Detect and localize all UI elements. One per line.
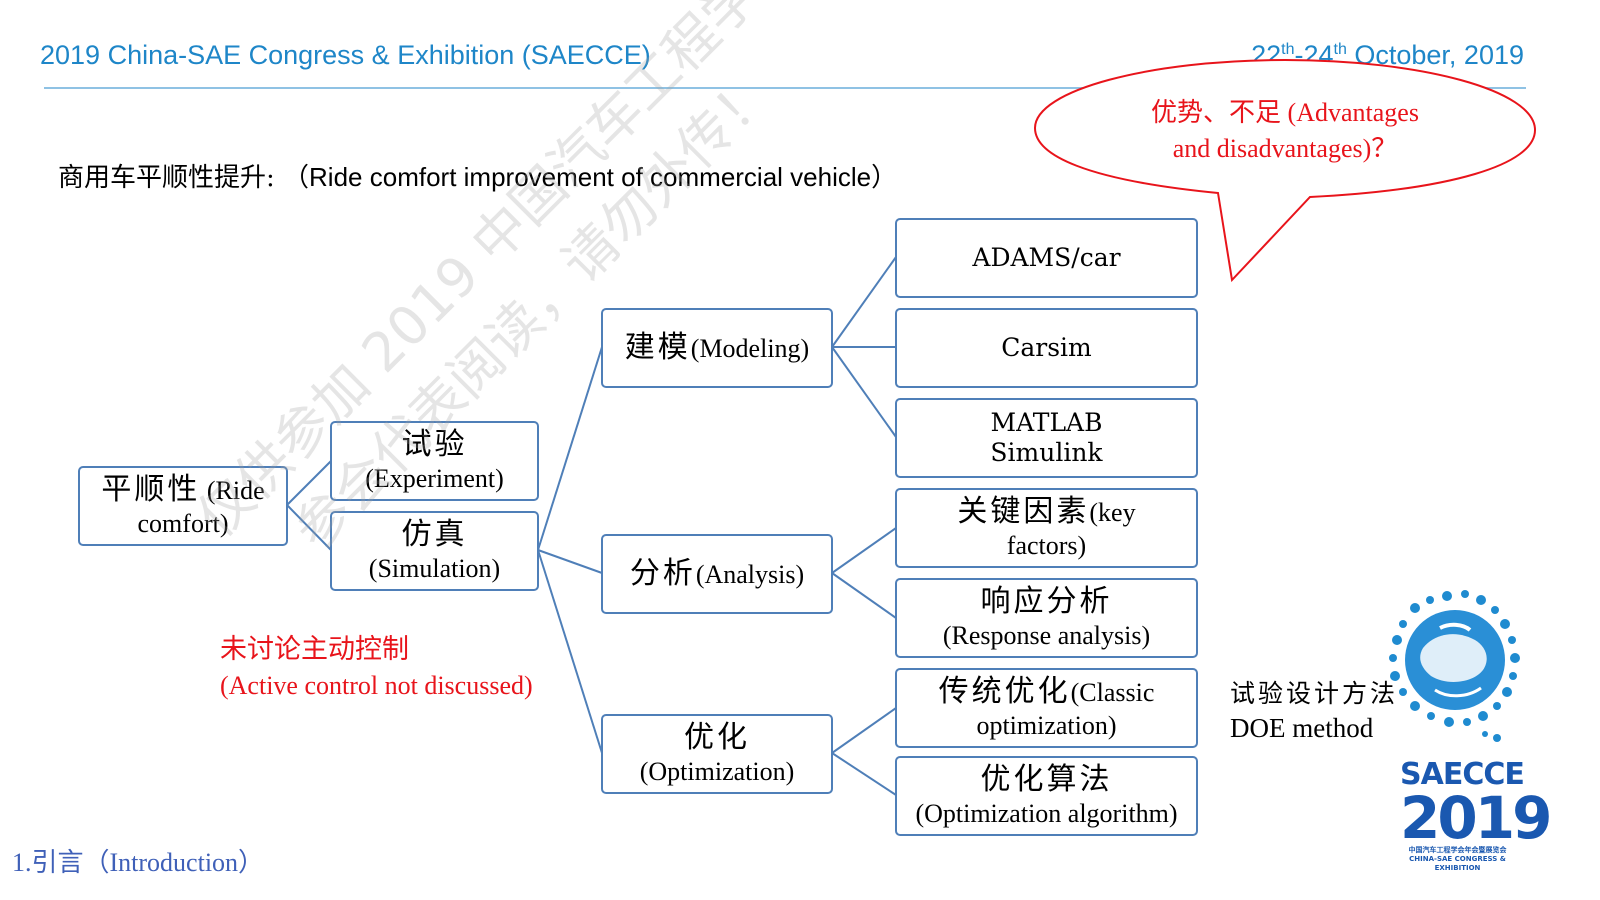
- node-key-factors: 关键因素(key factors): [895, 488, 1198, 568]
- connector-optimization-classic: [831, 707, 897, 754]
- node-optimization: 优化 (Optimization): [601, 714, 833, 794]
- connector-modeling-matlab: [831, 346, 897, 438]
- slide-subtitle: 商用车平顺性提升: （Ride comfort improvement of c…: [58, 162, 898, 193]
- node-ride-comfort: 平顺性 (Ride comfort): [78, 466, 288, 546]
- connector-root-experiment: [286, 460, 332, 506]
- node-classic-optimization: 传统优化(Classic optimization): [895, 668, 1198, 748]
- connector-simulation-modeling: [537, 346, 603, 551]
- saecce-globe-icon: [1389, 590, 1520, 742]
- saecce-logo: SAECCE 2019 中国汽车工程学会年会暨展览会 CHINA-SAE CON…: [1400, 757, 1552, 873]
- connector-analysis-key: [831, 527, 897, 574]
- node-adams-car: ADAMS/car: [895, 218, 1198, 298]
- connector-simulation-optimization: [537, 549, 603, 754]
- node-modeling: 建模(Modeling): [601, 308, 833, 388]
- node-optimization-algorithm: 优化算法 (Optimization algorithm): [895, 756, 1198, 836]
- conference-title: 2019 China-SAE Congress & Exhibition (SA…: [40, 40, 651, 70]
- connector-optimization-algorithm: [831, 752, 897, 796]
- callout-text: 优势、不足 (Advantages and disadvantages)？: [1151, 98, 1419, 164]
- doe-method-note: 试验设计方法 DOE method: [1230, 679, 1399, 743]
- connector-analysis-response: [831, 572, 897, 619]
- header-divider: [44, 87, 1526, 89]
- node-simulation: 仿真 (Simulation): [330, 511, 539, 591]
- connector-root-simulation: [286, 504, 332, 551]
- node-carsim: Carsim: [895, 308, 1198, 388]
- node-experiment: 试验 (Experiment): [330, 421, 539, 501]
- connector-simulation-analysis: [537, 549, 603, 574]
- active-control-note: 未讨论主动控制 (Active control not discussed): [220, 634, 533, 701]
- node-response-analysis: 响应分析 (Response analysis): [895, 578, 1198, 658]
- node-analysis: 分析(Analysis): [601, 534, 833, 614]
- connector-modeling-adams: [831, 256, 897, 348]
- section-footer: 1.引言（Introduction）: [12, 848, 265, 878]
- node-matlab-simulink: MATLAB Simulink: [895, 398, 1198, 478]
